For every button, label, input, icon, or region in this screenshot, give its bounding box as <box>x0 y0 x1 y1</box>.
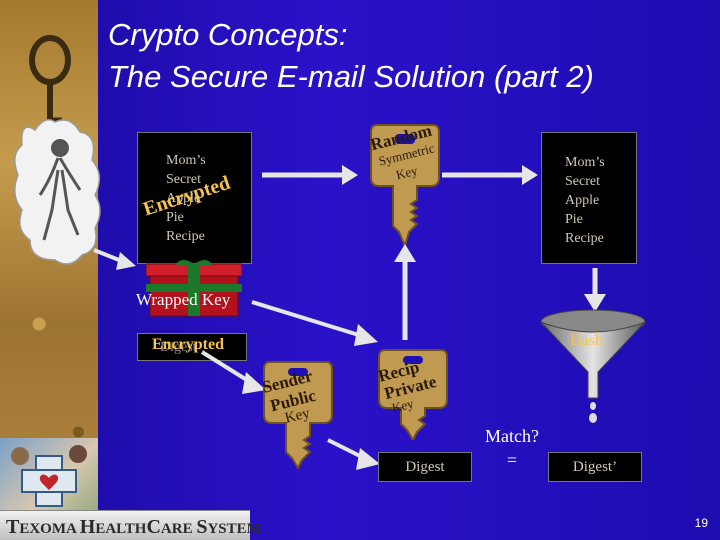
plain-doc-line: Secret <box>565 172 605 191</box>
hash-label: Hash <box>570 332 603 350</box>
logo-letter: H <box>80 516 96 538</box>
plain-doc-line: Mom’s <box>565 153 605 172</box>
funnel-icon <box>538 306 648 426</box>
wrapped-key-label: Wrapped Key <box>136 290 230 310</box>
slide-title: Crypto Concepts: The Secure E-mail Solut… <box>108 14 594 98</box>
match-equals: = <box>476 448 548 472</box>
digest-label: Digest <box>379 459 471 476</box>
encrypted-doc-line: Mom’s <box>166 151 206 170</box>
arrow-icon <box>92 242 138 272</box>
logo-letter: S <box>196 516 207 538</box>
logo-text: YSTEM <box>207 521 260 537</box>
encrypted-doc-line: Recipe <box>166 227 206 246</box>
logo-text: EALTH <box>95 521 146 537</box>
logo-photo <box>0 438 98 510</box>
arrow-icon <box>442 160 538 190</box>
arrow-icon <box>326 436 382 472</box>
gift-box-icon <box>146 258 242 320</box>
title-line-2: The Secure E-mail Solution (part 2) <box>108 56 594 98</box>
logo-letter: T <box>6 516 19 538</box>
logo-letter: C <box>146 516 160 538</box>
digest-prime-box: Digest’ <box>548 452 642 482</box>
arrow-icon <box>392 244 418 340</box>
encrypted-document: Mom’s Secret Apple Pie Recipe Encrypted <box>137 132 252 264</box>
arrow-icon <box>262 160 358 190</box>
plain-doc-line: Apple <box>565 191 605 210</box>
page-number: 19 <box>695 516 708 530</box>
plain-document: Mom’s Secret Apple Pie Recipe <box>541 132 637 264</box>
plain-doc-line: Recipe <box>565 229 605 248</box>
digest-prime-label: Digest’ <box>549 459 641 476</box>
organization-logo: TEXOMA HEALTHCARE SYSTEM <box>0 510 250 540</box>
title-line-1: Crypto Concepts: <box>108 14 594 56</box>
logo-text: ARE <box>161 521 196 537</box>
match-question: Match? <box>476 424 548 448</box>
person-cloud-icon <box>10 110 105 270</box>
plain-doc-line: Pie <box>565 210 605 229</box>
logo-text: EXOMA <box>19 521 79 537</box>
digest-box: Digest <box>378 452 472 482</box>
match-label: Match? = <box>476 424 548 472</box>
cross-emblem-icon <box>0 438 98 510</box>
